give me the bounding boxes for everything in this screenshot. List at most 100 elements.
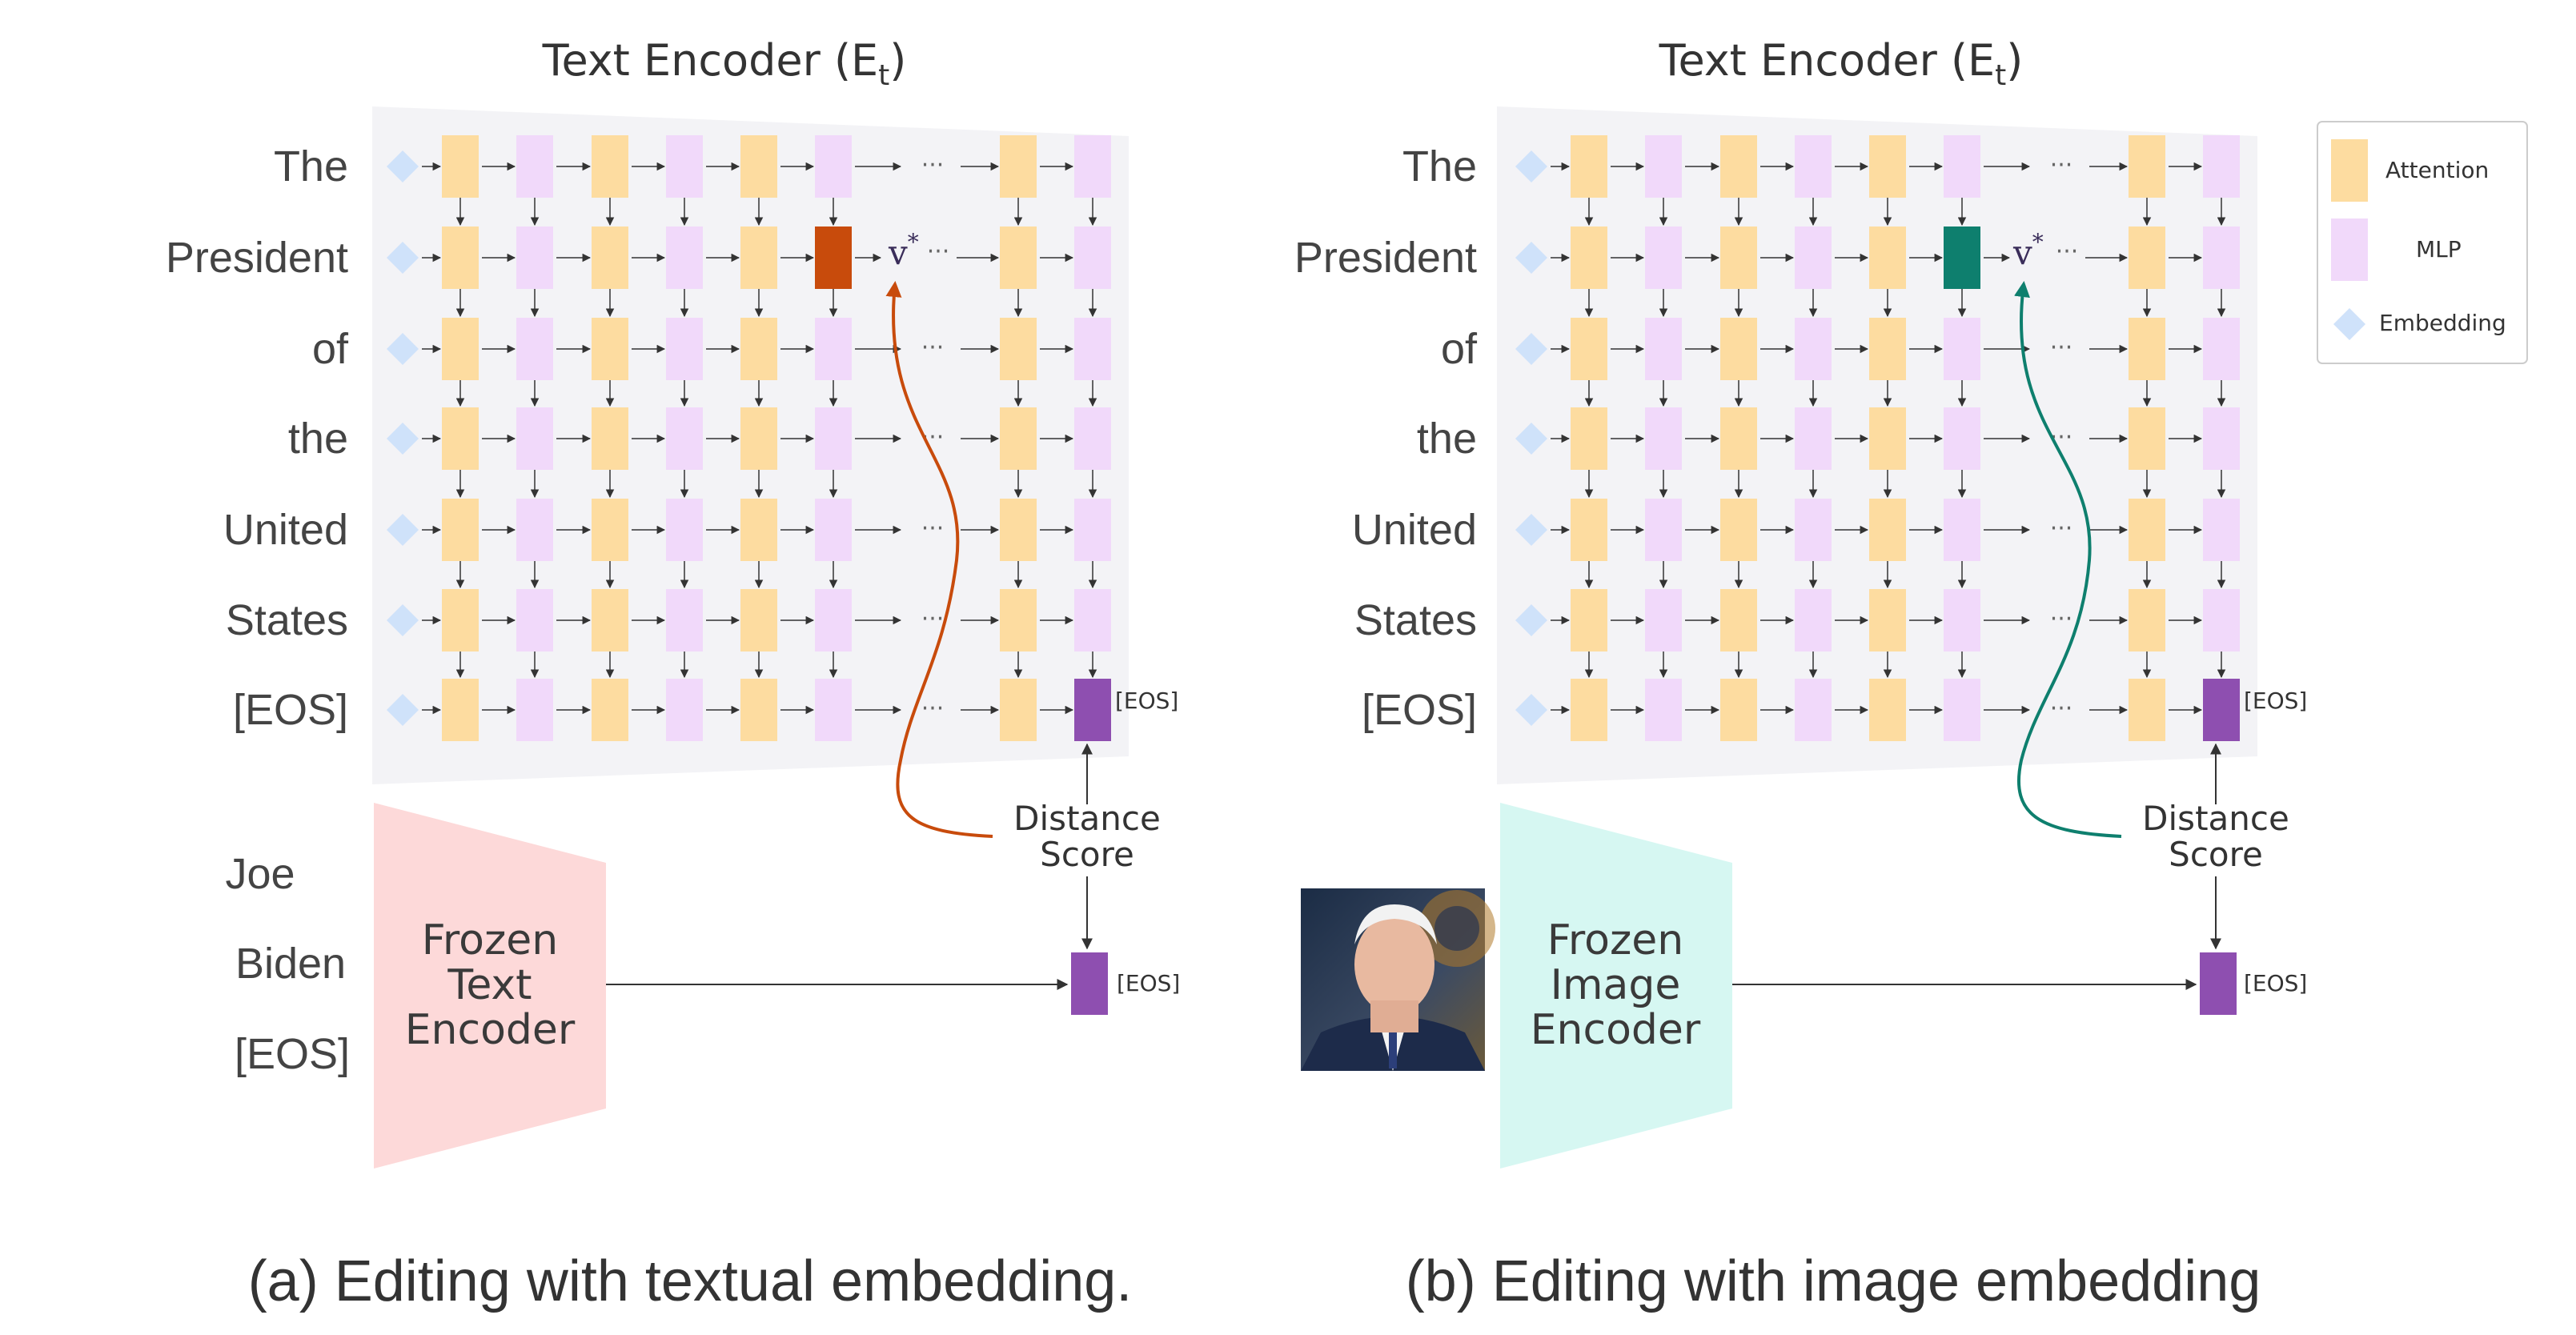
ellipsis-5: ···: [921, 605, 945, 633]
panel-a-input-token-joe: Joe: [225, 850, 295, 898]
token-label-0: The: [274, 142, 348, 190]
attention-block-5-0: [1571, 589, 1607, 651]
panel-a-distance-label-2: Score: [1040, 835, 1134, 874]
mlp-block-3-5: [1944, 407, 1980, 470]
embedding-diamond-5: [1515, 604, 1547, 636]
panel-a-input-token-biden: Biden: [235, 940, 346, 988]
attention-block-1-0: [442, 227, 479, 289]
ellipsis-6: ···: [2050, 695, 2073, 723]
edited-block-1-5: [815, 227, 852, 289]
token-label-4: United: [223, 506, 348, 554]
panel-a-frozen-encoder-line1: Frozen: [422, 916, 558, 964]
panel-b-title: Text Encoder (Et): [1659, 35, 2024, 92]
mlp-block-2-8: [1074, 318, 1111, 380]
attention-block-0-2: [1720, 135, 1757, 198]
mlp-block-2-5: [1944, 318, 1980, 380]
attention-block-2-4: [1869, 318, 1906, 380]
attention-block-5-4: [1869, 589, 1906, 651]
panel-a-title: Text Encoder (Et): [542, 35, 907, 92]
eos-top-block-6-8: [1074, 679, 1111, 741]
legend-attention-swatch: [2331, 139, 2368, 202]
token-label-4: United: [1352, 506, 1477, 554]
panel-b-frozen-encoder-line3: Encoder: [1531, 1006, 1701, 1054]
panel-b-caption: (b) Editing with image embedding: [1406, 1249, 2261, 1313]
mlp-block-0-5: [1944, 135, 1980, 198]
token-label-6: [EOS]: [1362, 686, 1477, 734]
mlp-block-4-8: [1074, 499, 1111, 561]
legend-mlp-swatch: [2331, 218, 2368, 281]
attention-block-6-4: [740, 679, 777, 741]
attention-block-4-2: [1720, 499, 1757, 561]
panel-a-vstar-label: v*: [888, 229, 919, 272]
mlp-block-1-1: [1645, 227, 1682, 289]
ellipsis-2: ···: [921, 334, 945, 362]
ellipsis-0: ···: [2050, 151, 2073, 179]
mlp-block-6-5: [1944, 679, 1980, 741]
mlp-block-2-3: [1795, 318, 1832, 380]
panel-b-distance-label-1: Distance: [2142, 799, 2289, 838]
mlp-block-1-8: [1074, 227, 1111, 289]
attention-block-2-2: [1720, 318, 1757, 380]
portrait-photo: [1301, 888, 1495, 1071]
panel-a-frozen-encoder-line3: Encoder: [405, 1006, 576, 1054]
mlp-block-6-5: [815, 679, 852, 741]
attention-block-1-0: [1571, 227, 1607, 289]
legend-attention-label: Attention: [2385, 157, 2489, 183]
mlp-block-2-8: [2203, 318, 2240, 380]
attention-block-0-0: [1571, 135, 1607, 198]
mlp-block-2-3: [666, 318, 703, 380]
mlp-block-4-8: [2203, 499, 2240, 561]
panel-a-edit-arrow: [885, 281, 993, 838]
attention-block-5-7: [1000, 589, 1037, 651]
panel-b-block-grid: ·····················: [1515, 135, 2240, 741]
attention-block-5-2: [1720, 589, 1757, 651]
attention-block-4-4: [740, 499, 777, 561]
attention-block-2-0: [442, 318, 479, 380]
mlp-block-6-1: [516, 679, 553, 741]
attention-block-2-2: [592, 318, 628, 380]
embedding-diamond-2: [1515, 333, 1547, 365]
mlp-block-4-3: [1795, 499, 1832, 561]
panel-b-eos-bottom-label: [EOS]: [2244, 970, 2307, 996]
embedding-diamond-6: [387, 694, 419, 726]
attention-block-3-2: [592, 407, 628, 470]
ellipsis-2: ···: [2050, 334, 2073, 362]
attention-block-4-4: [1869, 499, 1906, 561]
token-label-1: President: [166, 234, 348, 282]
mlp-block-3-3: [666, 407, 703, 470]
edited-block-1-5: [1944, 227, 1980, 289]
attention-block-0-2: [592, 135, 628, 198]
mlp-block-1-3: [1795, 227, 1832, 289]
mlp-block-4-1: [516, 499, 553, 561]
panel-b-frozen-encoder-line1: Frozen: [1547, 916, 1683, 964]
mlp-block-0-8: [1074, 135, 1111, 198]
mlp-block-5-3: [1795, 589, 1832, 651]
token-label-5: States: [226, 596, 348, 644]
legend-embedding-label: Embedding: [2379, 310, 2506, 336]
eos-top-block-6-8: [2203, 679, 2240, 741]
panel-a-eos-top-label: [EOS]: [1115, 688, 1178, 714]
attention-block-1-7: [1000, 227, 1037, 289]
legend-embedding-swatch: [2333, 308, 2365, 340]
mlp-block-6-3: [666, 679, 703, 741]
mlp-block-4-3: [666, 499, 703, 561]
attention-block-3-0: [442, 407, 479, 470]
panel-a-eos-bottom-label: [EOS]: [1117, 970, 1180, 996]
attention-block-0-4: [740, 135, 777, 198]
attention-block-1-4: [740, 227, 777, 289]
ellipsis-1: ···: [927, 238, 950, 266]
mlp-block-1-8: [2203, 227, 2240, 289]
mlp-block-1-3: [666, 227, 703, 289]
token-label-6: [EOS]: [233, 686, 348, 734]
token-label-3: the: [1417, 415, 1477, 463]
mlp-block-3-8: [2203, 407, 2240, 470]
mlp-block-0-8: [2203, 135, 2240, 198]
mlp-block-3-3: [1795, 407, 1832, 470]
embedding-diamond-2: [387, 333, 419, 365]
mlp-block-0-1: [516, 135, 553, 198]
ellipsis-5: ···: [2050, 605, 2073, 633]
attention-block-4-7: [1000, 499, 1037, 561]
mlp-block-6-1: [1645, 679, 1682, 741]
